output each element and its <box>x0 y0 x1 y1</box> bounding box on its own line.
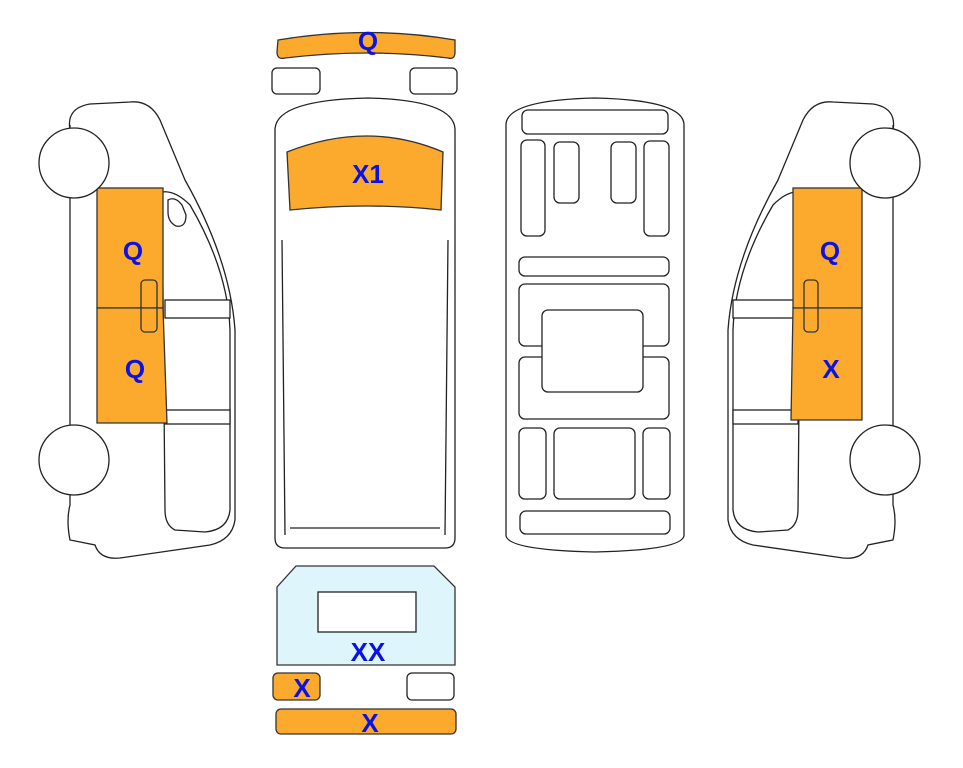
underbody-panel <box>643 140 670 237</box>
right-rear-door-damaged[interactable] <box>790 307 863 421</box>
underbody-view <box>505 97 685 553</box>
top-body-outline <box>274 97 456 549</box>
right-headlight <box>409 67 458 95</box>
left-headlight <box>271 67 321 95</box>
left-front-door-label: Q <box>123 236 143 266</box>
underbody-panel <box>518 427 547 500</box>
underbody-panel <box>610 141 637 204</box>
underbody-panel <box>553 141 580 204</box>
left-rear-wheel <box>38 424 110 496</box>
left-front-door-damaged[interactable] <box>96 187 164 309</box>
left-taillight-damaged[interactable] <box>272 672 321 701</box>
top-roof-lines <box>281 239 449 536</box>
rear-door-label: XX <box>351 637 386 667</box>
underbody-panel <box>541 309 644 393</box>
left-mirror <box>167 198 187 227</box>
right-frame-bar-1 <box>732 299 799 319</box>
right-front-wheel <box>849 127 921 199</box>
underbody-panel <box>553 427 636 500</box>
underbody-panel <box>518 256 670 277</box>
right-door-handle <box>803 279 819 333</box>
underbody-panel <box>520 139 546 237</box>
left-frame-bar-2 <box>164 409 231 425</box>
left-front-wheel <box>38 127 110 199</box>
right-side-view <box>727 101 921 559</box>
left-side-view: Q Q <box>38 101 236 559</box>
underbody-panel <box>642 427 671 500</box>
underbody-panel <box>521 109 669 135</box>
rear-window <box>317 591 417 633</box>
front-bumper-label: Q <box>358 26 378 56</box>
left-frame-bar-1 <box>164 299 231 319</box>
left-door-handle <box>140 279 158 333</box>
right-front-door-label: Q <box>820 236 840 266</box>
left-taillight-label: X <box>293 673 311 703</box>
right-taillight <box>406 672 455 701</box>
rear-view: XX X X <box>272 565 457 738</box>
right-window-frame <box>732 191 802 533</box>
right-rear-wheel <box>849 424 921 496</box>
rear-bumper-label: X <box>361 708 379 738</box>
right-rear-door-label: X <box>822 354 840 384</box>
underbody-panel <box>519 510 671 535</box>
rear-bumper-damaged[interactable] <box>275 708 457 735</box>
hood-label: X1 <box>352 159 384 189</box>
left-rear-door-label: Q <box>125 354 145 384</box>
right-frame-bar-2 <box>732 409 799 425</box>
top-view: Q X1 <box>271 26 458 549</box>
front-bumper-damaged[interactable] <box>276 31 456 60</box>
hood-damaged[interactable] <box>286 135 444 211</box>
left-window-frame <box>161 191 231 533</box>
